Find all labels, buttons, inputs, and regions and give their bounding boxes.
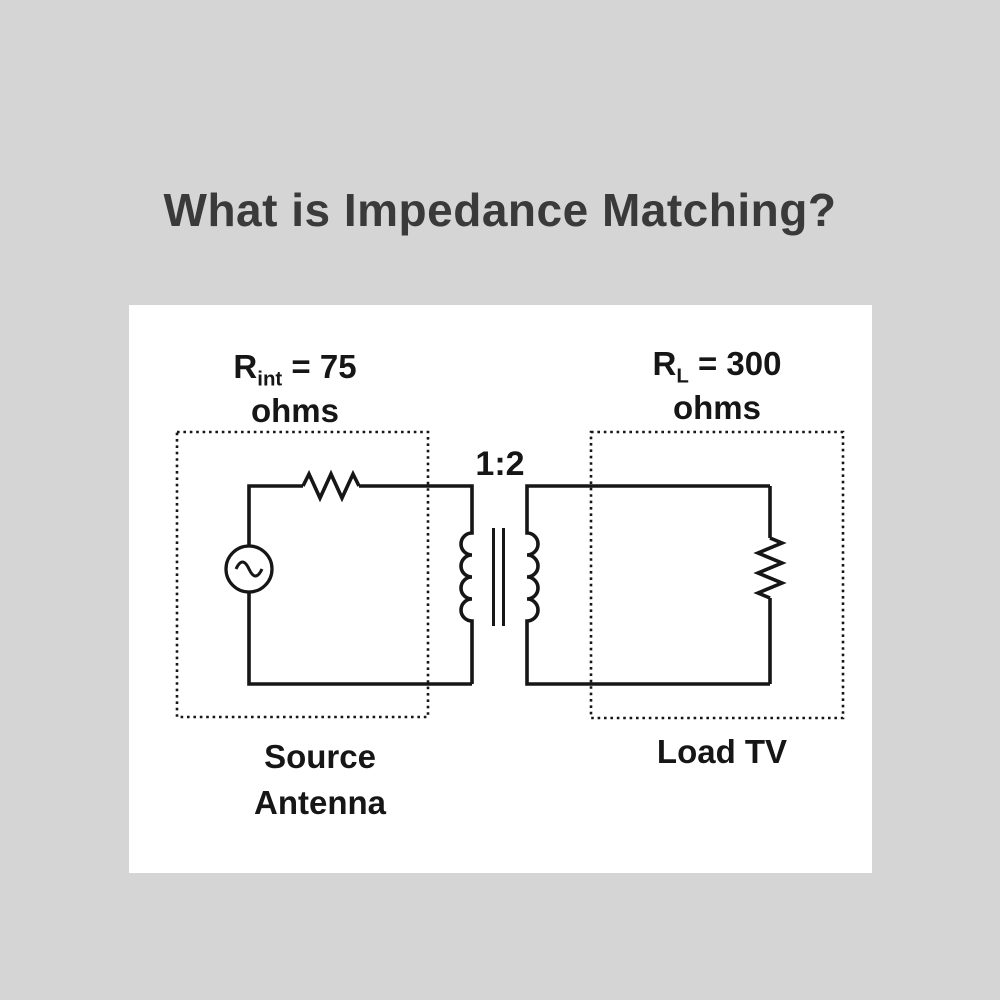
transformer-ratio-label: 1:2: [475, 445, 525, 483]
source-loop-wire: [247, 484, 472, 686]
source-resistance-unit: ohms: [250, 392, 339, 429]
page-title: What is Impedance Matching?: [163, 184, 837, 236]
transformer-secondary-coil-icon: [525, 484, 770, 686]
transformer-primary-coil-icon: [359, 484, 474, 684]
load-resistance-equation: = 300: [688, 345, 782, 382]
source-resistance-value: Rint = 75: [170, 345, 420, 389]
source-boundary-box: [175, 430, 430, 719]
load-resistance-subscript: L: [676, 364, 689, 388]
source-resistance-equation: = 75: [282, 348, 357, 385]
load-resistance-label: RL = 300 ohms: [592, 342, 842, 430]
source-caption: Source Antenna: [195, 734, 445, 826]
transformer-core-icon: [492, 528, 505, 626]
circuit-diagram: [175, 430, 845, 720]
load-caption: Load TV: [656, 733, 788, 770]
ac-sine-icon: [234, 560, 264, 578]
source-caption-line1: Source: [264, 738, 376, 775]
diagram-panel: [129, 305, 872, 873]
source-caption-line2: Antenna: [254, 784, 386, 821]
load-boundary-box: [589, 430, 845, 720]
load-resistance-unit: ohms: [672, 389, 761, 426]
source-series-resistor-icon: [301, 469, 361, 503]
load-resistor-icon: [753, 536, 787, 600]
source-resistance-label: Rint = 75 ohms: [170, 345, 420, 433]
source-resistance-symbol: R: [233, 348, 258, 385]
load-resistance-value: RL = 300: [592, 342, 842, 386]
source-resistance-subscript: int: [257, 367, 283, 391]
load-resistance-symbol: R: [652, 345, 677, 382]
